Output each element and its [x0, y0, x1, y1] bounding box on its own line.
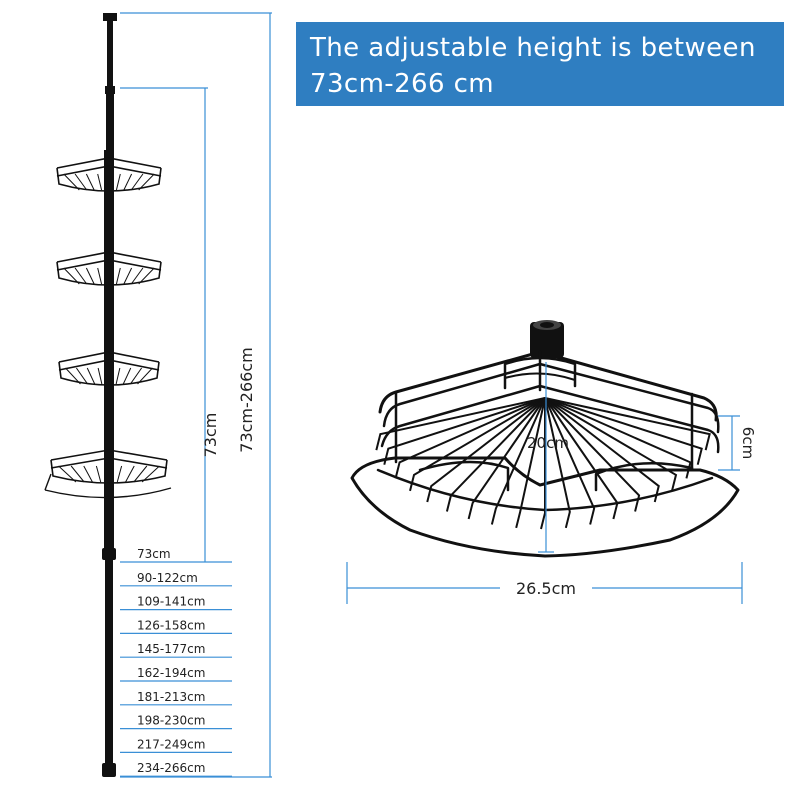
- basket-spoke: [426, 397, 546, 503]
- height-step: 90-122cm: [120, 571, 232, 587]
- height-step: 198-230cm: [120, 714, 232, 730]
- height-step-label: 162-194cm: [137, 666, 205, 680]
- basket-spoke: [445, 397, 546, 512]
- basket-spoke: [409, 397, 546, 492]
- basket-spoke: [544, 397, 619, 520]
- pole-basket: [56, 157, 162, 192]
- pole-baskets: [44, 157, 172, 499]
- pole-basket: [56, 251, 162, 286]
- basket-height-label: 6cm: [739, 427, 757, 459]
- basket-spoke: [394, 397, 546, 479]
- height-step: 73cm: [120, 547, 232, 563]
- height-step: 162-194cm: [120, 666, 232, 682]
- basket-spoke: [515, 397, 546, 529]
- pole-min-height-label: 73cm: [201, 413, 220, 458]
- basket-spoke: [544, 397, 571, 529]
- basket-spoke: [540, 398, 546, 530]
- basket-spoke: [467, 397, 546, 520]
- banner-line-1: The adjustable height is between: [310, 33, 756, 63]
- basket-dimension-lines: [346, 362, 743, 604]
- pole-basket: [44, 449, 172, 499]
- basket-spoke: [544, 397, 703, 465]
- basket-spoke: [544, 397, 596, 525]
- basket-spoke: [544, 397, 678, 492]
- basket-spoke: [544, 397, 641, 512]
- pole-height-range-label: 73cm-266cm: [237, 347, 256, 452]
- banner-line-2: 73cm-266 cm: [310, 69, 495, 99]
- basket-wire-spokes: [375, 397, 711, 530]
- height-step-label: 109-141cm: [137, 595, 205, 609]
- pole-dimension-lines: [120, 12, 272, 778]
- height-step: 145-177cm: [120, 642, 232, 658]
- pole-basket: [58, 351, 160, 386]
- height-banner: The adjustable height is between 73cm-26…: [296, 22, 784, 106]
- basket-spoke: [383, 397, 546, 465]
- height-steps-list: 73cm 90-122cm 109-141cm 126-158cm 145-177cm 1…: [120, 547, 232, 777]
- basket-spoke: [490, 397, 546, 525]
- height-step: 217-249cm: [120, 737, 232, 754]
- basket-spoke: [544, 397, 660, 503]
- height-step-label: 73cm: [137, 547, 171, 561]
- height-step-label: 145-177cm: [137, 642, 205, 656]
- height-step-label: 181-213cm: [137, 690, 205, 704]
- basket-width-label: 26.5cm: [516, 579, 576, 598]
- height-step: 109-141cm: [120, 595, 232, 611]
- height-step-label: 198-230cm: [137, 714, 205, 728]
- height-step: 181-213cm: [120, 690, 232, 706]
- basket-spoke: [544, 397, 692, 479]
- height-step-label: 126-158cm: [137, 618, 205, 632]
- basket-spoke: [375, 397, 546, 451]
- height-step: 126-158cm: [120, 618, 232, 635]
- tension-pole: [102, 13, 117, 777]
- basket-depth-label: 20cm: [527, 434, 569, 452]
- height-step-label: 90-122cm: [137, 571, 198, 585]
- height-step: 234-266cm: [120, 761, 232, 777]
- basket-spoke: [544, 397, 711, 451]
- height-step-label: 217-249cm: [137, 737, 205, 751]
- height-step-label: 234-266cm: [137, 761, 205, 775]
